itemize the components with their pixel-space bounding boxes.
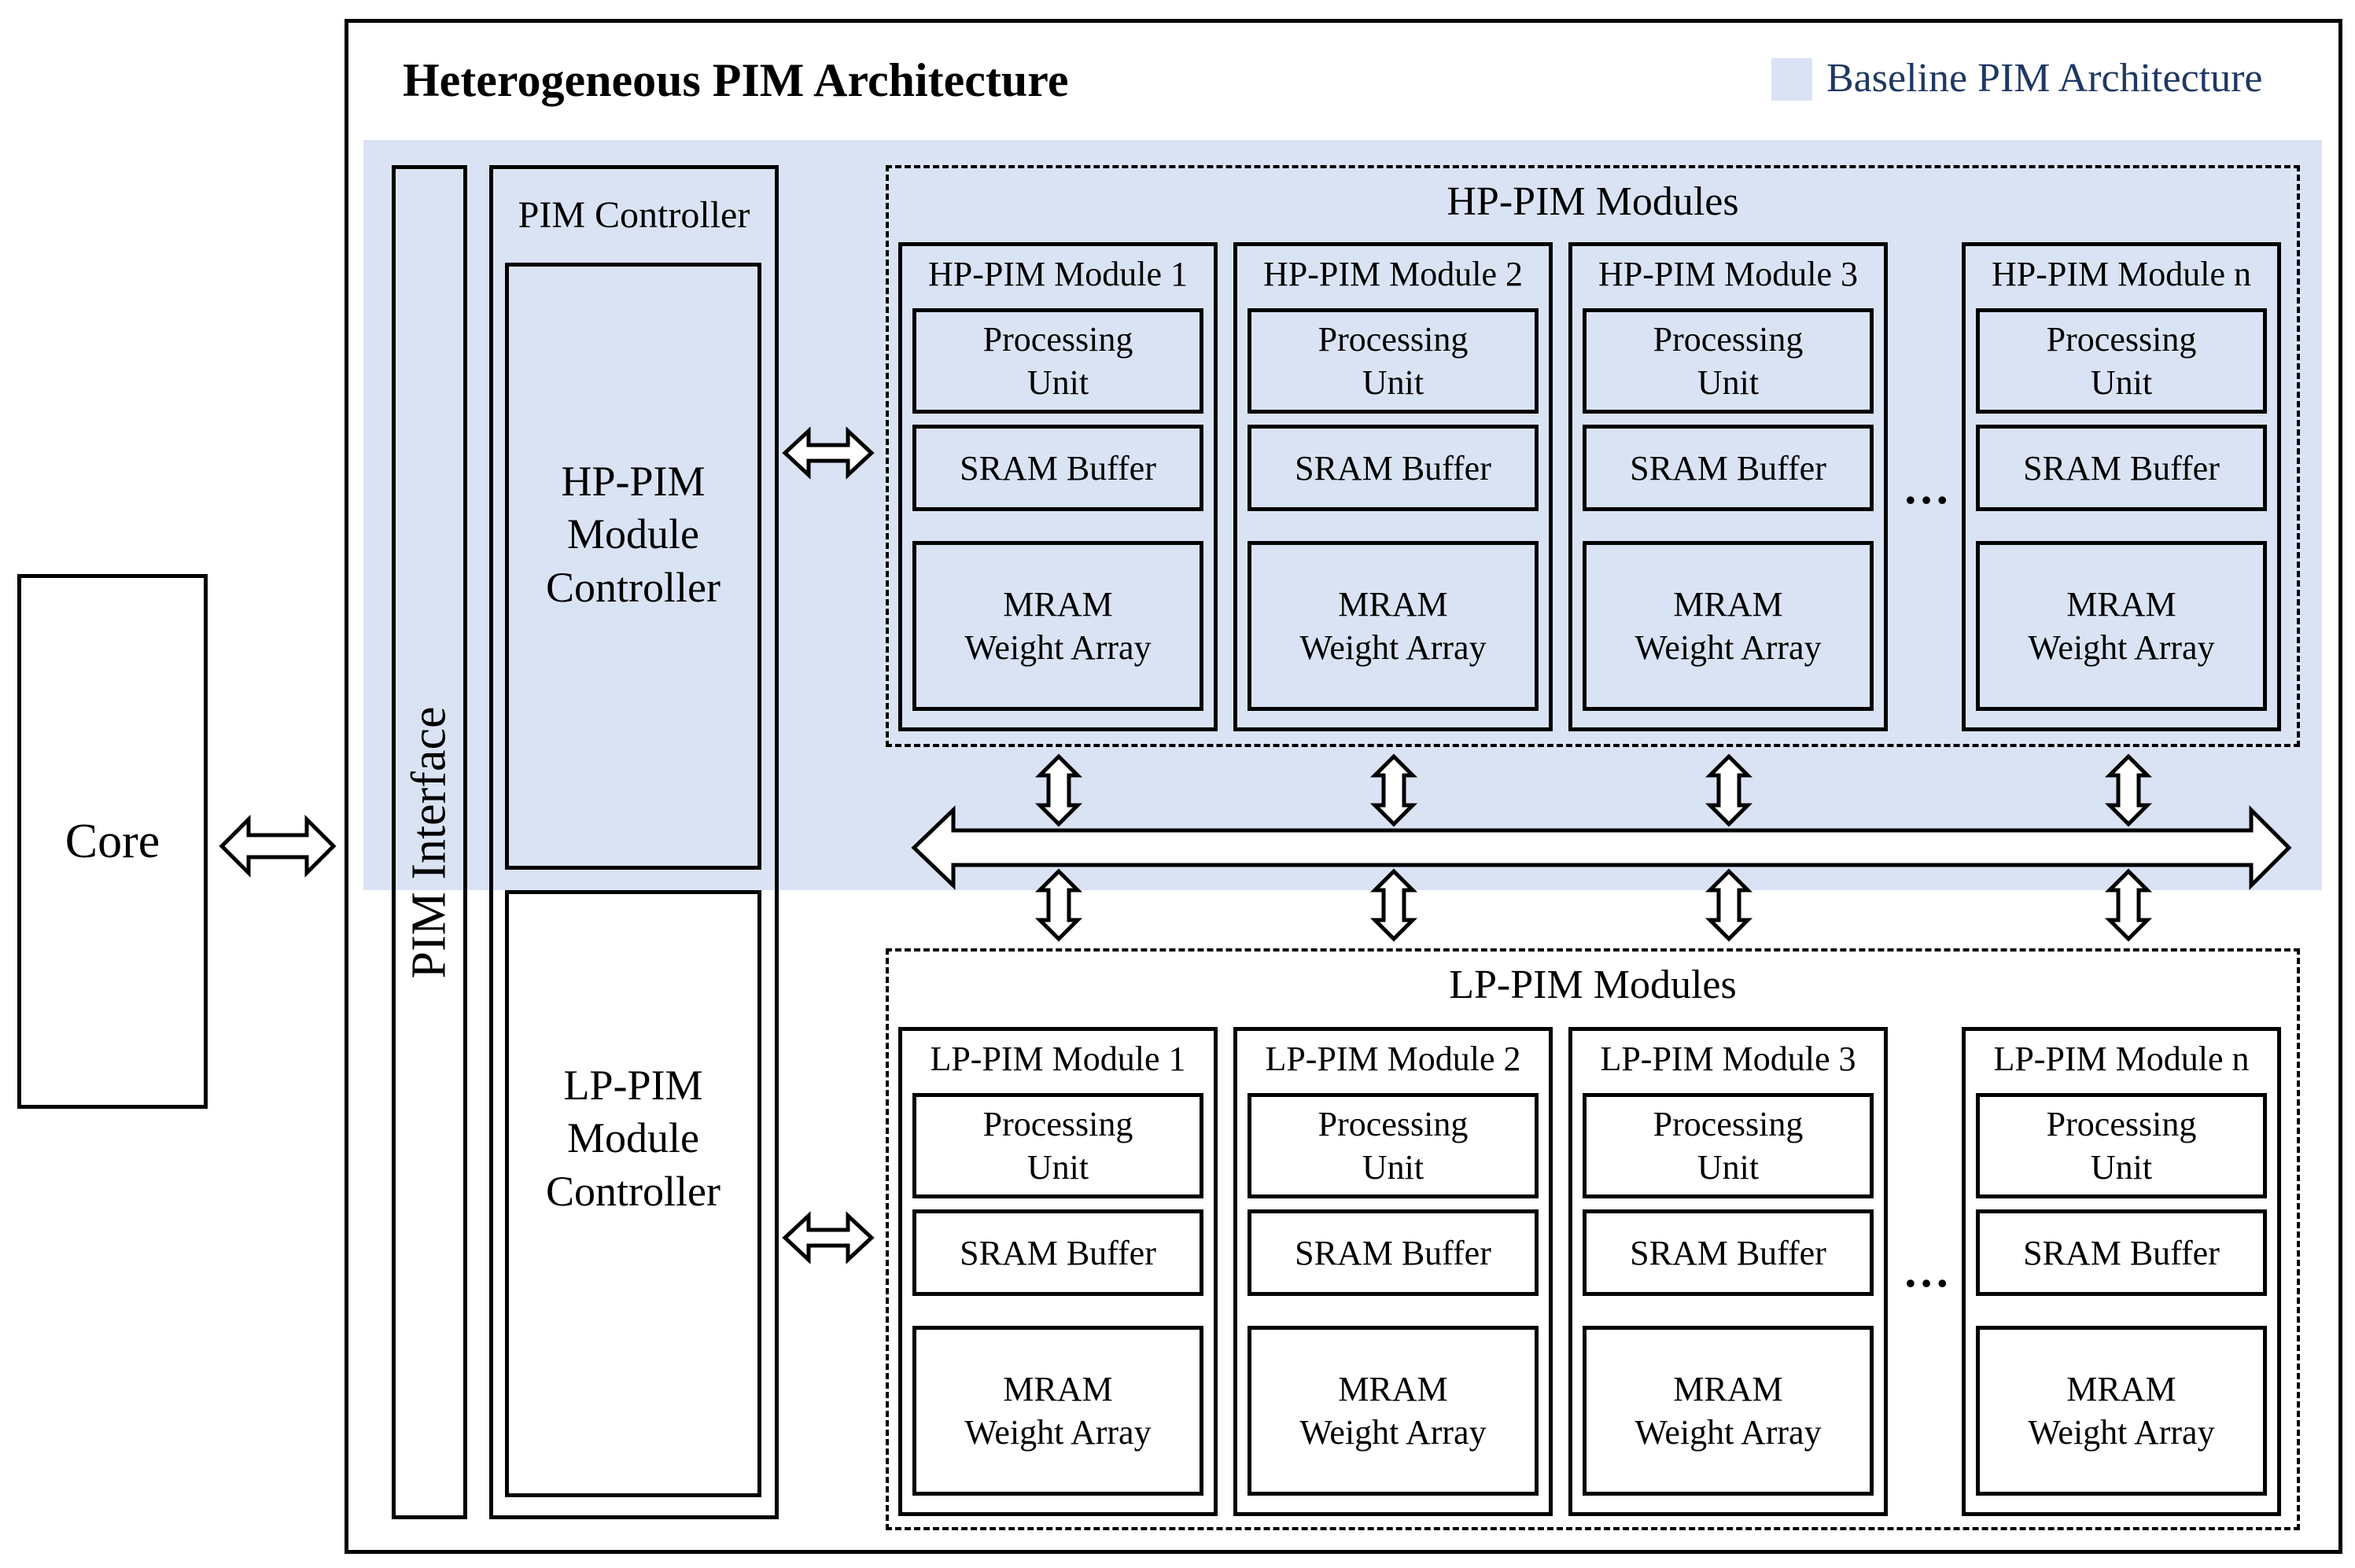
lp-module-title: LP-PIM Module 1 — [930, 1039, 1186, 1078]
lp-bus-arrow — [2104, 868, 2153, 942]
processing-unit: Processing Unit — [1976, 308, 2267, 414]
processing-unit: Processing Unit — [1248, 1093, 1539, 1198]
mram-weight-array-label: MRAM Weight Array — [964, 585, 1152, 667]
hp-module — [1233, 242, 1553, 731]
sram-buffer-label: SRAM Buffer — [960, 1233, 1156, 1272]
mram-weight-array-label: MRAM Weight Array — [1299, 585, 1487, 667]
hp-bus-arrow — [1369, 753, 1418, 827]
mram-weight-array: MRAM Weight Array — [1583, 541, 1874, 711]
processing-unit-label: Processing Unit — [2046, 320, 2197, 402]
module-bus — [911, 804, 2292, 891]
mram-weight-array-label: MRAM Weight Array — [964, 1370, 1152, 1452]
legend-swatch — [1771, 58, 1812, 101]
mram-weight-array: MRAM Weight Array — [912, 1326, 1203, 1496]
mram-weight-array: MRAM Weight Array — [1248, 1326, 1539, 1496]
mram-weight-array-label: MRAM Weight Array — [1634, 585, 1822, 667]
mram-weight-array: MRAM Weight Array — [1976, 1326, 2267, 1496]
sram-buffer-label: SRAM Buffer — [2023, 448, 2220, 488]
hp-module-title: HP-PIM Module n — [1991, 254, 2252, 293]
sram-buffer: SRAM Buffer — [1976, 1209, 2267, 1296]
processing-unit-label: Processing Unit — [1653, 320, 1804, 402]
processing-unit-label: Processing Unit — [1318, 1105, 1469, 1187]
hp-module-controller: HP-PIM Module Controller — [505, 263, 761, 870]
hp-controller-arrow — [782, 426, 875, 480]
processing-unit: Processing Unit — [912, 308, 1203, 414]
sram-buffer-label: SRAM Buffer — [960, 448, 1156, 488]
mram-weight-array-label: MRAM Weight Array — [2028, 1370, 2215, 1452]
processing-unit: Processing Unit — [1976, 1093, 2267, 1198]
lp-modules-ellipsis: … — [1903, 1244, 1953, 1297]
mram-weight-array-label: MRAM Weight Array — [2028, 585, 2215, 667]
lp-bus-arrow — [1369, 868, 1418, 942]
processing-unit-label: Processing Unit — [982, 320, 1133, 402]
mram-weight-array: MRAM Weight Array — [1976, 541, 2267, 711]
lp-controller-arrow — [782, 1211, 875, 1264]
mram-weight-array-label: MRAM Weight Array — [1299, 1370, 1487, 1452]
lp-module-controller: LP-PIM Module Controller — [505, 890, 761, 1497]
legend-label: Baseline PIM Architecture — [1826, 56, 2263, 101]
architecture-frame — [345, 19, 2342, 1554]
pim-controller — [489, 165, 779, 1519]
sram-buffer-label: SRAM Buffer — [1295, 1233, 1491, 1272]
mram-weight-array-label: MRAM Weight Array — [1634, 1370, 1822, 1452]
sram-buffer: SRAM Buffer — [1248, 1209, 1539, 1296]
core-box: Core — [17, 574, 208, 1109]
lp-module-title: LP-PIM Module 2 — [1265, 1039, 1521, 1078]
pim-controller-label: PIM Controller — [518, 193, 750, 236]
hp-bus-arrow — [1705, 753, 1753, 827]
hp-module-title: HP-PIM Module 3 — [1598, 254, 1859, 293]
sram-buffer: SRAM Buffer — [1583, 425, 1874, 511]
processing-unit-label: Processing Unit — [2046, 1105, 2197, 1187]
hp-bus-arrow — [2104, 753, 2153, 827]
processing-unit: Processing Unit — [912, 1093, 1203, 1198]
sram-buffer: SRAM Buffer — [912, 425, 1203, 511]
sram-buffer: SRAM Buffer — [1976, 425, 2267, 511]
hp-module — [1962, 242, 2281, 731]
mram-weight-array: MRAM Weight Array — [912, 541, 1203, 711]
sram-buffer-label: SRAM Buffer — [1630, 448, 1826, 488]
sram-buffer-label: SRAM Buffer — [1295, 448, 1491, 488]
lp-module-title: LP-PIM Module n — [1993, 1039, 2250, 1078]
hp-module — [898, 242, 1218, 731]
lp-module — [898, 1027, 1218, 1516]
hp-pim-modules-group — [886, 165, 2300, 747]
processing-unit-label: Processing Unit — [1653, 1105, 1804, 1187]
pim-interface: PIM Interface — [392, 165, 467, 1519]
processing-unit-label: Processing Unit — [1318, 320, 1469, 402]
hp-bus-arrow — [1034, 753, 1083, 827]
lp-pim-modules-title: LP-PIM Modules — [1449, 962, 1737, 1007]
processing-unit: Processing Unit — [1248, 308, 1539, 414]
processing-unit: Processing Unit — [1583, 1093, 1874, 1198]
lp-module — [1568, 1027, 1888, 1516]
mram-weight-array: MRAM Weight Array — [1583, 1326, 1874, 1496]
diagram-title: Heterogeneous PIM Architecture — [403, 54, 1069, 106]
sram-buffer: SRAM Buffer — [912, 1209, 1203, 1296]
sram-buffer: SRAM Buffer — [1248, 425, 1539, 511]
hp-module-controller-label: HP-PIM Module Controller — [546, 457, 721, 611]
core-interface-arrow — [219, 814, 337, 878]
hp-module-title: HP-PIM Module 1 — [927, 254, 1189, 293]
lp-pim-modules-group — [886, 948, 2300, 1530]
hp-modules-ellipsis: … — [1903, 461, 1953, 513]
lp-module — [1962, 1027, 2281, 1516]
mram-weight-array: MRAM Weight Array — [1248, 541, 1539, 711]
lp-module — [1233, 1027, 1553, 1516]
processing-unit-label: Processing Unit — [982, 1105, 1133, 1187]
sram-buffer-label: SRAM Buffer — [1630, 1233, 1826, 1272]
lp-module-controller-label: LP-PIM Module Controller — [546, 1061, 721, 1215]
lp-bus-arrow — [1705, 868, 1753, 942]
hp-module-title: HP-PIM Module 2 — [1262, 254, 1524, 293]
lp-module-title: LP-PIM Module 3 — [1600, 1039, 1856, 1078]
sram-buffer-label: SRAM Buffer — [2023, 1233, 2220, 1272]
hp-pim-modules-title: HP-PIM Modules — [1447, 179, 1739, 224]
core-label: Core — [64, 814, 160, 868]
processing-unit: Processing Unit — [1583, 308, 1874, 414]
hp-module — [1568, 242, 1888, 731]
lp-bus-arrow — [1034, 868, 1083, 942]
sram-buffer: SRAM Buffer — [1583, 1209, 1874, 1296]
